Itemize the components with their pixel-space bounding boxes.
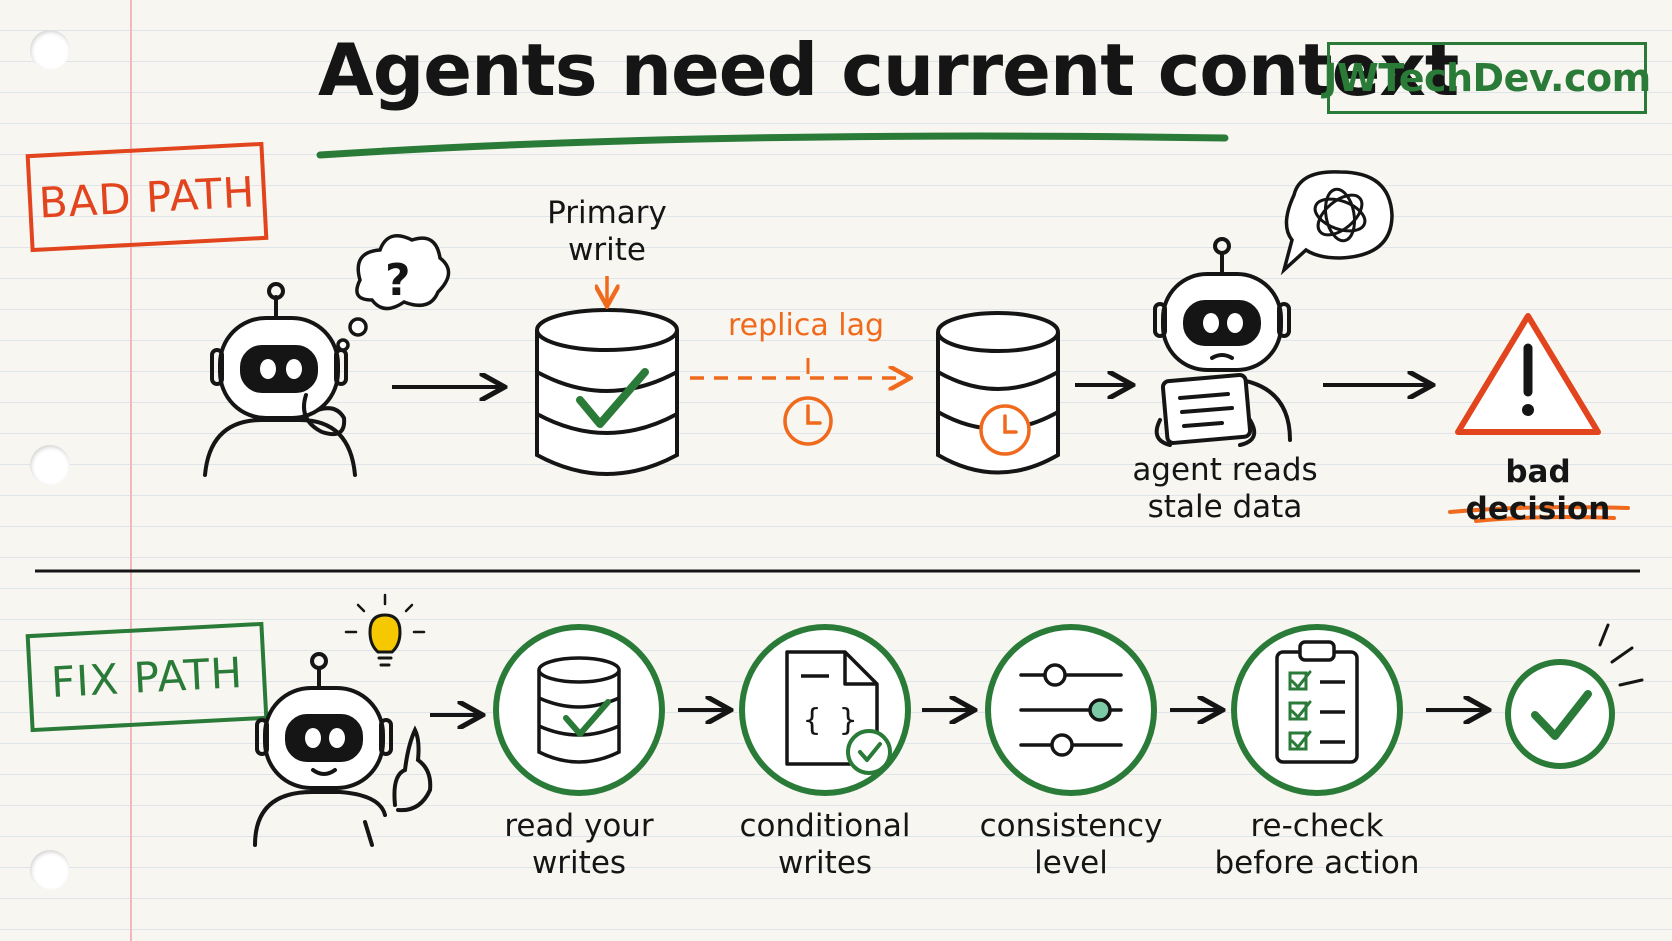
clock-icon — [979, 404, 1031, 456]
agent-reads-label: agent reads stale data — [1132, 452, 1318, 526]
primary-write-label: Primary write — [547, 195, 667, 269]
check-badge-icon — [846, 729, 892, 775]
lightbulb-icon — [344, 593, 426, 667]
clock-icon — [783, 396, 833, 446]
database-check-icon — [537, 656, 621, 764]
binder-hole — [30, 30, 70, 70]
bad-decision-label: bad decision — [1465, 454, 1611, 528]
confused-speech-bubble-icon — [1280, 170, 1394, 276]
success-check-icon — [1505, 623, 1644, 769]
idea-robot-icon — [253, 652, 433, 847]
step-caption: read your writes — [504, 808, 654, 882]
step-caption: re-check before action — [1214, 808, 1420, 882]
sliders-icon — [1019, 663, 1123, 757]
binder-hole — [30, 850, 70, 890]
brand-badge[interactable]: JWTechDev.com — [1323, 42, 1651, 114]
braces-icon: { } — [803, 703, 857, 738]
page-title: Agents need current context — [318, 28, 1459, 112]
question-mark-icon: ? — [385, 255, 411, 306]
reading-robot-icon — [1153, 237, 1292, 447]
thought-bubble-icon — [336, 234, 451, 352]
title-underline — [316, 132, 1229, 159]
primary-database-icon — [535, 308, 679, 476]
notebook-margin-line — [130, 0, 132, 941]
thinking-robot-icon — [203, 282, 357, 477]
bad-decision-underline — [1448, 505, 1630, 514]
binder-hole — [30, 445, 70, 485]
step-caption: consistency level — [979, 808, 1163, 882]
check-icon — [576, 368, 649, 428]
replica-lag-label: replica lag — [728, 308, 885, 343]
step-caption: conditional writes — [739, 808, 911, 882]
warning-icon — [1455, 313, 1601, 435]
